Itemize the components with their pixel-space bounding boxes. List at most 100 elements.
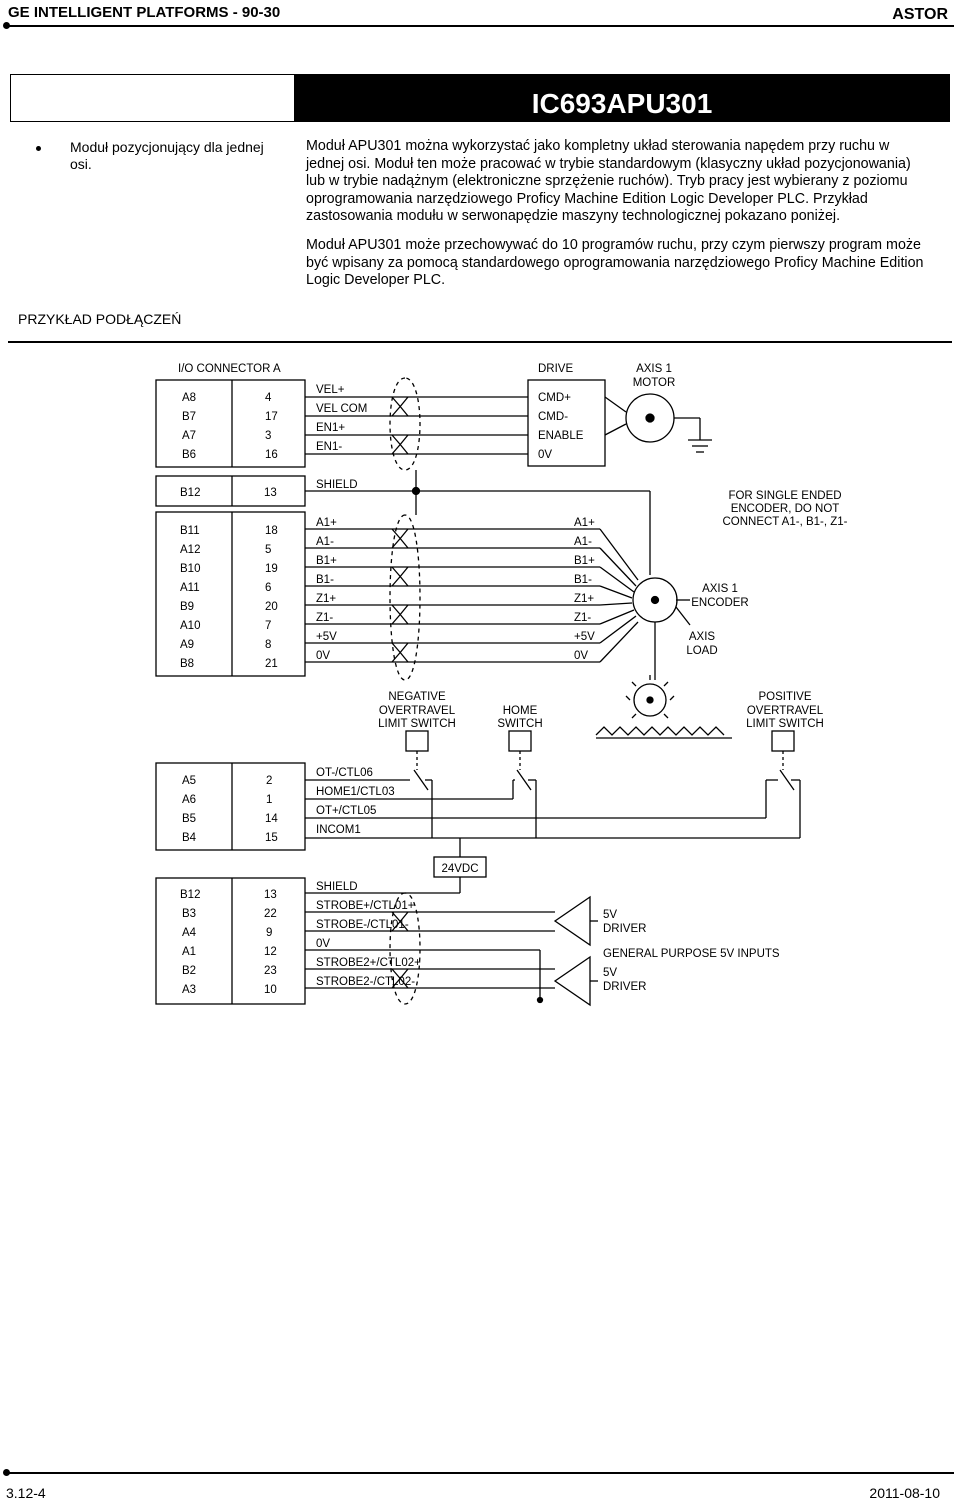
connector-title: I/O CONNECTOR A bbox=[178, 363, 281, 375]
product-title: IC693APU301 bbox=[294, 74, 950, 122]
pin-number: 13 bbox=[264, 487, 277, 499]
pin-number: 2 bbox=[266, 775, 272, 787]
footer-rule bbox=[6, 1472, 954, 1474]
pin-number: 12 bbox=[264, 946, 277, 958]
supply-label: 24VDC bbox=[441, 863, 478, 875]
pin-number: 10 bbox=[264, 984, 277, 996]
signal-label: STROBE-/CTL01- bbox=[316, 919, 409, 931]
encoder-signal: A1+ bbox=[574, 517, 595, 529]
pin-letter: B12 bbox=[180, 487, 200, 499]
pin-number: 5 bbox=[265, 544, 271, 556]
neg-limit-label-3: LIMIT SWITCH bbox=[378, 718, 456, 730]
neg-limit-switch-box bbox=[405, 730, 429, 752]
home-switch-label-1: HOME bbox=[503, 705, 538, 717]
pin-letter: A9 bbox=[180, 639, 194, 651]
page-date: 2011-08-10 bbox=[869, 1485, 940, 1501]
signal-label: VEL+ bbox=[316, 384, 345, 396]
header-brand: ASTOR bbox=[892, 6, 948, 23]
driver-1-label-1: 5V bbox=[603, 909, 617, 921]
inputs-label: GENERAL PURPOSE 5V INPUTS bbox=[603, 948, 780, 960]
pin-number: 23 bbox=[264, 965, 277, 977]
encoder-signal: Z1+ bbox=[574, 593, 594, 605]
note-line-1: FOR SINGLE ENDED bbox=[728, 490, 841, 502]
pin-number: 13 bbox=[264, 889, 277, 901]
header-rule-dot bbox=[3, 22, 10, 29]
note-line-3: CONNECT A1-, B1-, Z1- bbox=[722, 516, 847, 528]
description-paragraph-2: Moduł APU301 może przechowywać do 10 pro… bbox=[306, 237, 924, 288]
signal-label: 0V bbox=[316, 938, 330, 950]
encoder-signal: A1- bbox=[574, 536, 592, 548]
motor-title-1: AXIS 1 bbox=[636, 363, 672, 375]
signal-label: OT+/CTL05 bbox=[316, 805, 376, 817]
pin-number: 15 bbox=[265, 832, 278, 844]
pin-letter: B5 bbox=[182, 813, 196, 825]
connector-block-2 bbox=[155, 475, 306, 507]
pin-letter: B12 bbox=[180, 889, 200, 901]
pin-letter: A3 bbox=[182, 984, 196, 996]
neg-limit-label-2: OVERTRAVEL bbox=[379, 705, 456, 717]
page-number: 3.12-4 bbox=[6, 1485, 46, 1501]
pin-letter: A4 bbox=[182, 927, 197, 939]
connector-block-3 bbox=[155, 511, 306, 677]
neg-limit-label-1: NEGATIVE bbox=[388, 691, 446, 703]
signal-label: B1+ bbox=[316, 555, 337, 567]
encoder-signal: +5V bbox=[574, 631, 595, 643]
pin-letter: B6 bbox=[182, 449, 196, 461]
section-rule bbox=[8, 341, 952, 343]
pin-letter: B8 bbox=[180, 658, 194, 670]
pin-letter: B4 bbox=[182, 832, 197, 844]
home-switch-box bbox=[508, 730, 532, 752]
feature-bullet: Moduł pozycjonujący dla jednej osi. bbox=[36, 139, 286, 173]
drive-title: DRIVE bbox=[538, 363, 573, 375]
pin-number: 3 bbox=[265, 430, 271, 442]
signal-label: +5V bbox=[316, 631, 337, 643]
signal-label: STROBE+/CTL01+ bbox=[316, 900, 415, 912]
pin-number: 1 bbox=[266, 794, 272, 806]
driver-2-label-2: DRIVER bbox=[603, 981, 646, 993]
load-label-2: LOAD bbox=[686, 645, 717, 657]
driver-1-label-2: DRIVER bbox=[603, 923, 646, 935]
wiring-diagram: I/O CONNECTOR A DRIVE AXIS 1 MOTOR A8 4 … bbox=[155, 363, 848, 1007]
pin-letter: A12 bbox=[180, 544, 200, 556]
load-label-1: AXIS bbox=[689, 631, 716, 643]
signal-label: Z1+ bbox=[316, 593, 336, 605]
pin-number: 17 bbox=[265, 411, 278, 423]
header-title: GE INTELLIGENT PLATFORMS - 90-30 bbox=[8, 4, 281, 21]
signal-label: SHIELD bbox=[316, 881, 358, 893]
pin-number: 21 bbox=[265, 658, 278, 670]
motor-title-2: MOTOR bbox=[633, 377, 676, 389]
encoder-signal: Z1- bbox=[574, 612, 591, 624]
note-line-2: ENCODER, DO NOT bbox=[731, 503, 840, 515]
pin-number: 18 bbox=[265, 525, 278, 537]
signal-label: SHIELD bbox=[316, 479, 358, 491]
signal-label: A1+ bbox=[316, 517, 337, 529]
pin-letter: B7 bbox=[182, 411, 196, 423]
connector-block-5 bbox=[155, 877, 306, 1005]
pin-letter: A11 bbox=[180, 582, 200, 594]
pin-letter: B10 bbox=[180, 563, 200, 575]
pos-limit-label-1: POSITIVE bbox=[758, 691, 811, 703]
pin-letter: B11 bbox=[180, 525, 200, 537]
signal-label: STROBE2+/CTL02+ bbox=[316, 957, 421, 969]
description-paragraph-1: Moduł APU301 można wykorzystać jako komp… bbox=[306, 138, 911, 224]
pin-number: 9 bbox=[266, 927, 272, 939]
section-title: PRZYKŁAD PODŁĄCZEŃ bbox=[18, 311, 182, 327]
pin-letter: A5 bbox=[182, 775, 196, 787]
connector-block-1 bbox=[155, 379, 306, 468]
signal-label: A1- bbox=[316, 536, 334, 548]
pos-limit-label-2: OVERTRAVEL bbox=[747, 705, 824, 717]
pin-letter: A1 bbox=[182, 946, 196, 958]
drive-signal: 0V bbox=[538, 449, 552, 461]
home-switch-label-2: SWITCH bbox=[497, 718, 542, 730]
drive-box bbox=[527, 379, 606, 467]
pin-number: 4 bbox=[265, 392, 272, 404]
signal-label: EN1+ bbox=[316, 422, 345, 434]
signal-label: INCOM1 bbox=[316, 824, 361, 836]
pin-number: 7 bbox=[265, 620, 271, 632]
signal-label: HOME1/CTL03 bbox=[316, 786, 395, 798]
gear-symbol bbox=[633, 683, 667, 717]
encoder-label-2: ENCODER bbox=[691, 597, 749, 609]
signal-label: EN1- bbox=[316, 441, 342, 453]
signal-label: 0V bbox=[316, 650, 330, 662]
encoder-label-1: AXIS 1 bbox=[702, 583, 738, 595]
